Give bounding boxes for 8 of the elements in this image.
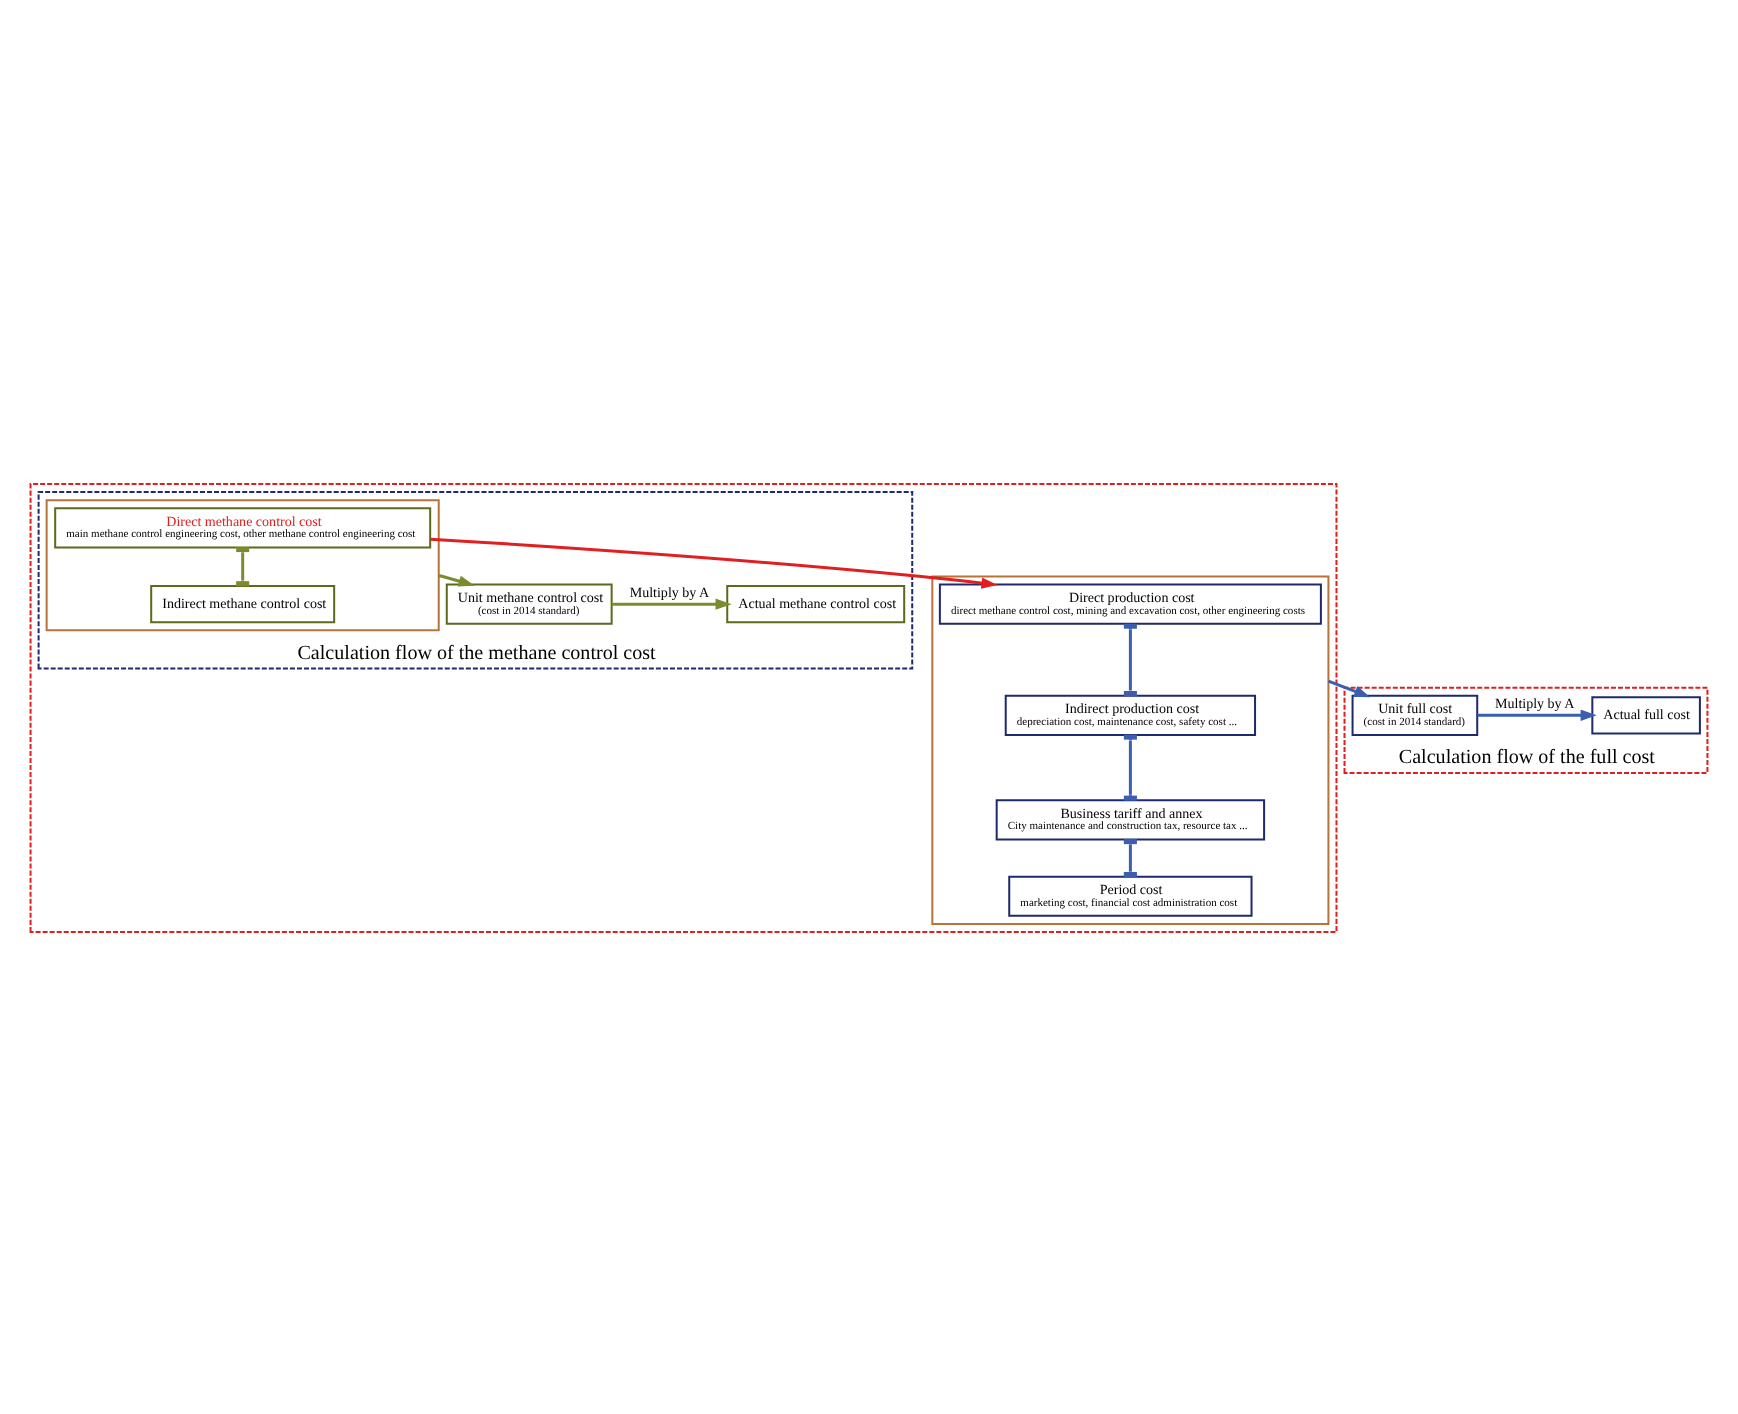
arrow: [611, 597, 732, 609]
arrow: [1327, 678, 1371, 697]
cluster: [45, 498, 440, 631]
arrow: [438, 573, 475, 586]
connector: [1123, 838, 1137, 876]
cluster: [29, 482, 1338, 932]
arrow: [1477, 708, 1597, 720]
arrow: [430, 536, 998, 588]
